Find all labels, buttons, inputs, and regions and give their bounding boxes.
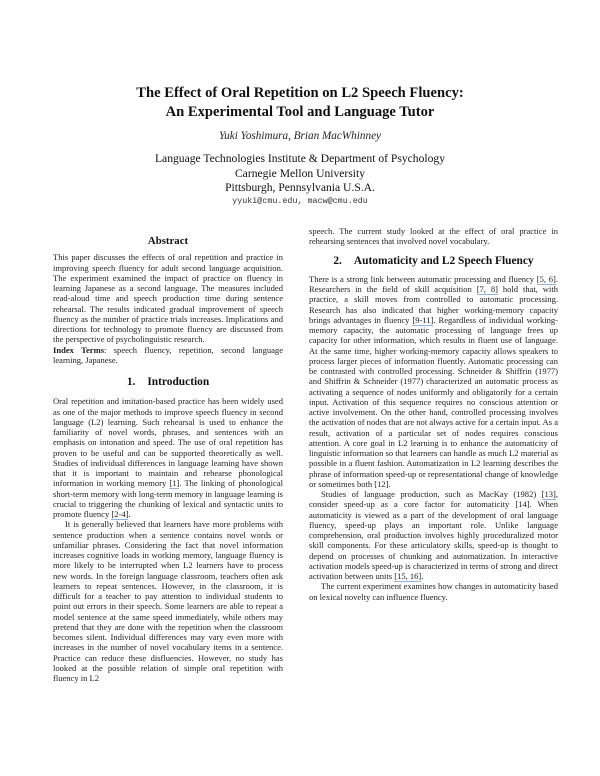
abstract-heading: Abstract xyxy=(147,235,189,247)
s2-p1-text-a: There is a strong link between automatic… xyxy=(309,273,537,284)
section-2-paragraph-2: Studies of language production, such as … xyxy=(309,489,558,582)
index-terms-label: Index Terms xyxy=(53,344,105,355)
index-terms: Index Terms: speech fluency, repetition,… xyxy=(53,345,283,366)
section-2-number: 2. xyxy=(333,254,342,267)
s2-p2-text-c: . xyxy=(421,571,424,581)
section-1-title: Introduction xyxy=(147,376,210,388)
s2-p2-text-a: Studies of language production, such as … xyxy=(321,489,542,499)
intro-p1-text-a: Oral repetition and imitation-based prac… xyxy=(53,396,283,489)
title-line-1: The Effect of Oral Repetition on L2 Spee… xyxy=(136,85,464,101)
citation-link-1[interactable]: [1] xyxy=(169,478,180,490)
author-emails: yyuki@cmu.edu, macw@cmu.edu xyxy=(232,196,368,206)
citation-link-2-4[interactable]: [2-4] xyxy=(111,509,129,520)
s2-p2-text-b: , consider speed-up as a core factor for… xyxy=(309,489,558,581)
affiliation: Language Technologies Institute & Depart… xyxy=(0,152,600,196)
title-line-2: An Experimental Tool and Language Tutor xyxy=(165,104,435,120)
right-column: speech. The current study looked at the … xyxy=(309,226,558,602)
section-2-paragraph-1: There is a strong link between automatic… xyxy=(309,273,559,489)
authors: Yuki Yoshimura, Brian MacWhinney xyxy=(218,130,381,142)
section-1-heading: 1. Introduction xyxy=(53,376,283,388)
affiliation-university: Carnegie Mellon University xyxy=(234,166,366,180)
intro-p1-text-b: . The linking of phonological short-term… xyxy=(53,478,283,519)
s2-p1-text-d: . Regardless of individual working-memor… xyxy=(309,314,558,489)
section-1-number: 1. xyxy=(126,376,136,388)
s2-p1-text-c: hold that, with practice, a skill moves … xyxy=(309,284,559,325)
intro-paragraph-2: It is generally believed that learners h… xyxy=(53,519,283,683)
citation-link-13[interactable]: [13] xyxy=(541,489,556,500)
citation-link-7-8[interactable]: [7, 8] xyxy=(476,284,498,295)
citation-link-15-16[interactable]: [15, 16] xyxy=(394,571,422,582)
section-2-heading: 2. Automaticity and L2 Speech Fluency xyxy=(309,254,558,267)
citation-link-9-11[interactable]: [9-11] xyxy=(412,314,434,326)
paper-title: The Effect of Oral Repetition on L2 Spee… xyxy=(0,84,600,122)
intro-paragraph-2-continued: speech. The current study looked at the … xyxy=(309,226,558,247)
left-column: Abstract This paper discusses the effect… xyxy=(53,235,283,683)
section-2-paragraph-3: The current experiment examines how chan… xyxy=(309,581,558,602)
affiliation-institute: Language Technologies Institute & Depart… xyxy=(154,152,446,165)
index-terms-text: : speech fluency, repetition, second lan… xyxy=(53,344,283,365)
intro-p1-text-c: . xyxy=(128,509,131,519)
section-2-title: Automaticity and L2 Speech Fluency xyxy=(353,254,534,267)
abstract-text: This paper discusses the effects of oral… xyxy=(53,252,283,345)
intro-paragraph-1: Oral repetition and imitation-based prac… xyxy=(53,396,283,520)
s2-p1-text-b: . Researchers in the field of skill acqu… xyxy=(309,273,558,294)
affiliation-location: Pittsburgh, Pennsylvania U.S.A. xyxy=(225,181,375,194)
citation-link-5-6[interactable]: [5, 6] xyxy=(536,273,556,285)
